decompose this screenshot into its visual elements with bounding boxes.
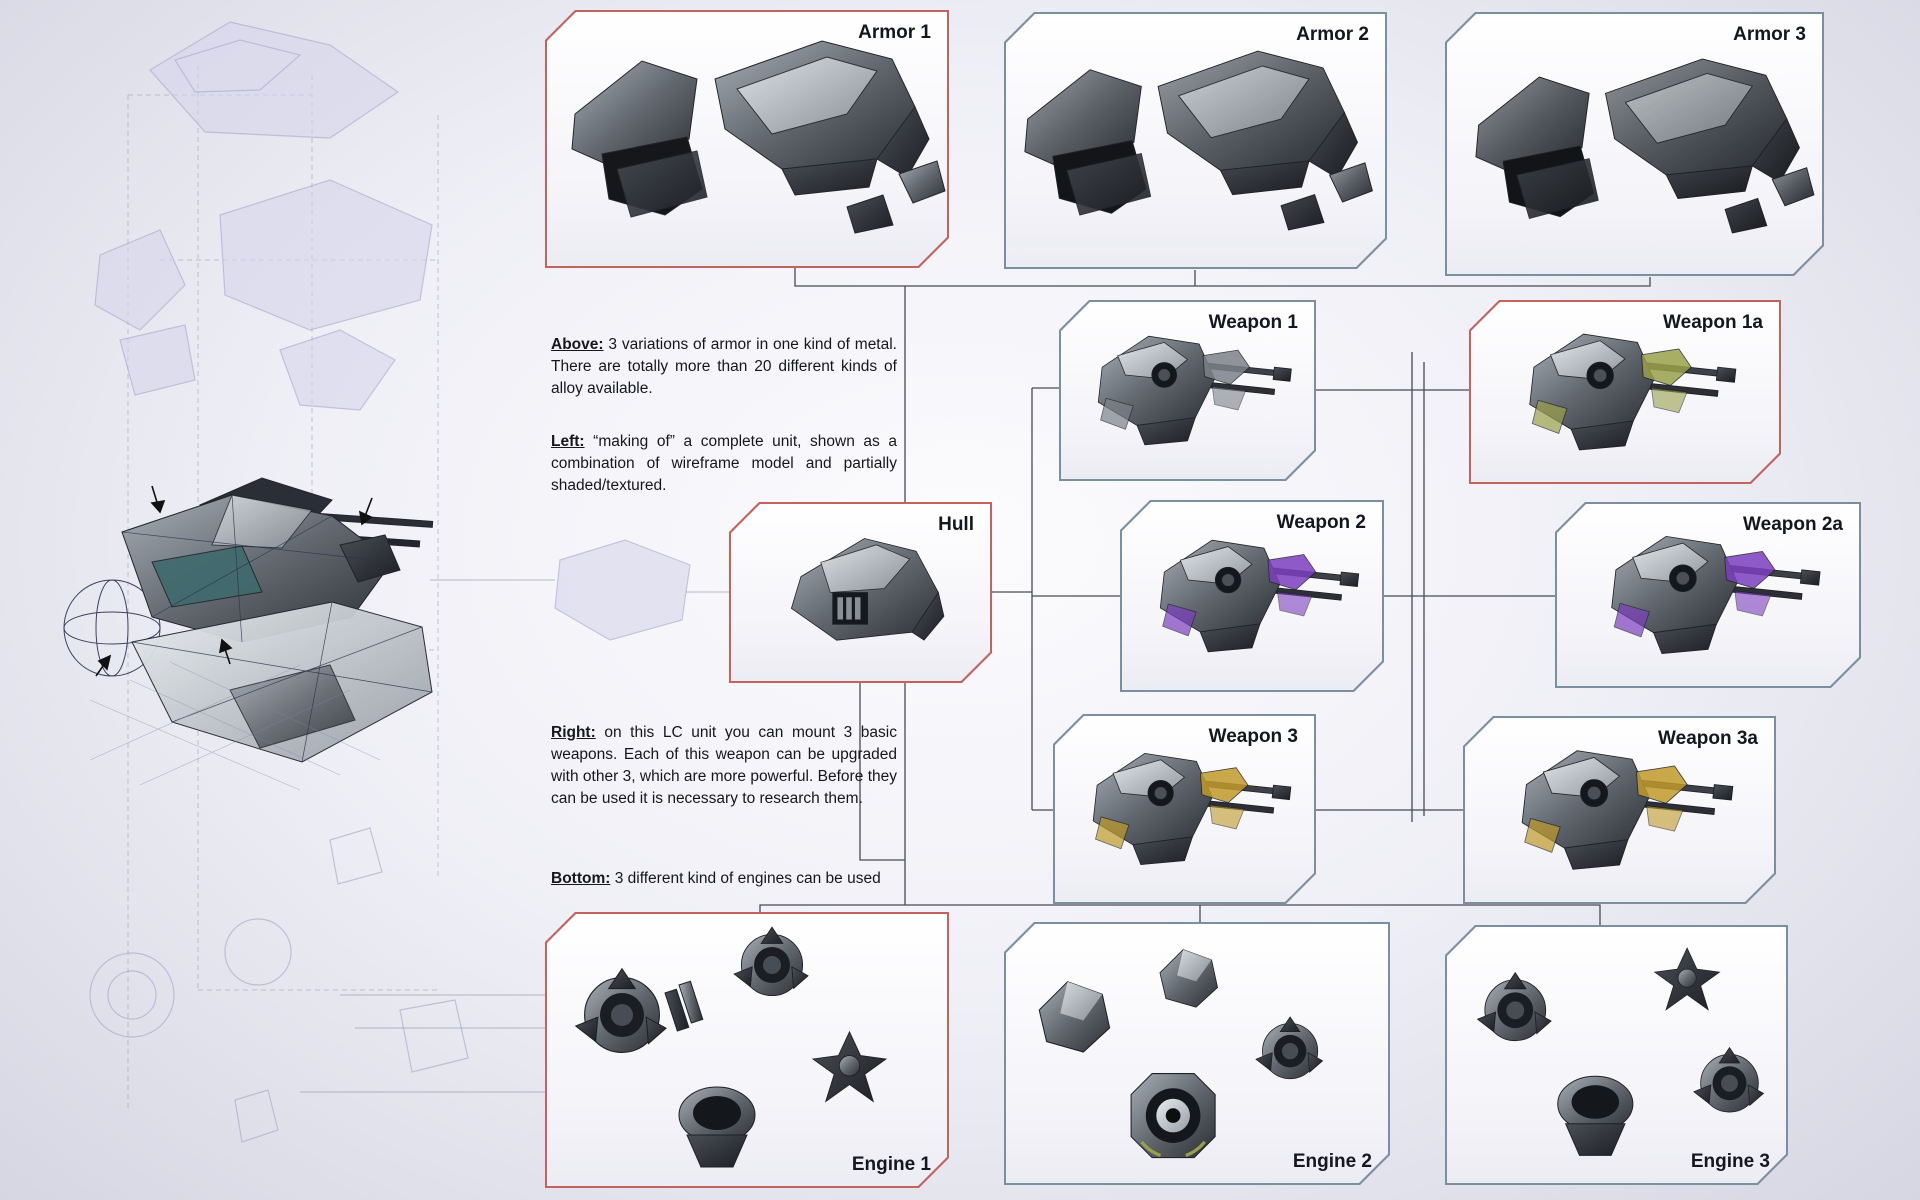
panel-label-weapon-3: Weapon 3 [1208, 726, 1298, 747]
panel-label-weapon-1a: Weapon 1a [1663, 312, 1763, 333]
panel-label-armor-3: Armor 3 [1733, 24, 1806, 45]
panel-weapon-1a: Weapon 1a [1469, 300, 1781, 484]
panel-armor-3: Armor 3 [1445, 12, 1824, 276]
panel-engine-3: Engine 3 [1445, 925, 1788, 1185]
panel-weapon-1: Weapon 1 [1059, 300, 1316, 481]
panel-weapon-2a: Weapon 2a [1555, 502, 1861, 688]
panel-label-armor-1: Armor 1 [858, 22, 931, 43]
armor-2-render [1006, 14, 1385, 267]
panel-weapon-3: Weapon 3 [1053, 714, 1316, 904]
panel-armor-2: Armor 2 [1004, 12, 1387, 269]
faint-reference-lines [300, 579, 729, 1093]
panel-label-engine-2: Engine 2 [1292, 1151, 1372, 1172]
armor-3-render [1447, 14, 1822, 274]
callout-arrows [95, 485, 373, 677]
panel-hull: Hull [729, 502, 992, 683]
ghost-parts [89, 21, 691, 1143]
panel-engine-1: Engine 1 [545, 912, 949, 1188]
panel-label-hull: Hull [938, 514, 974, 535]
panel-label-engine-1: Engine 1 [851, 1154, 931, 1175]
engine-1-render [547, 914, 947, 1186]
panel-engine-2: Engine 2 [1004, 922, 1390, 1185]
panel-label-weapon-1: Weapon 1 [1208, 312, 1298, 333]
wireframe-exploded-view [63, 21, 691, 1143]
panel-label-weapon-3a: Weapon 3a [1658, 728, 1758, 749]
engine-3-render [1447, 927, 1786, 1183]
panel-weapon-3a: Weapon 3a [1463, 716, 1776, 904]
panel-armor-1: Armor 1 [545, 10, 949, 268]
panel-label-engine-3: Engine 3 [1690, 1151, 1770, 1172]
armor-1-render [547, 12, 947, 266]
panel-label-armor-2: Armor 2 [1296, 24, 1369, 45]
panel-weapon-2: Weapon 2 [1120, 500, 1384, 692]
unit-render [63, 477, 434, 791]
engine-2-render [1006, 924, 1388, 1183]
panel-label-weapon-2: Weapon 2 [1276, 512, 1366, 533]
ground-grid [89, 661, 381, 791]
panel-label-weapon-2a: Weapon 2a [1743, 514, 1843, 535]
